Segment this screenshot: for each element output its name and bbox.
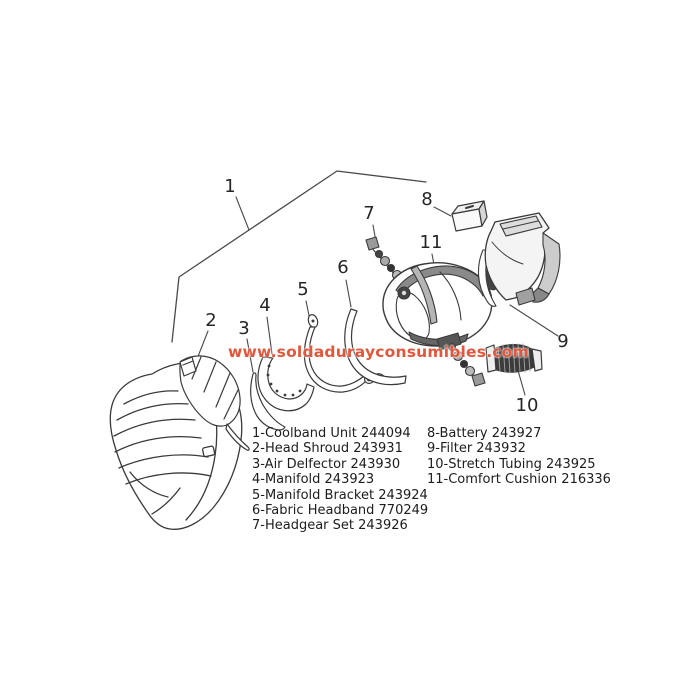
parts-list-item: 6-Fabric Headband 770249 [252, 503, 429, 519]
parts-list-item: 5-Manifold Bracket 243924 [252, 487, 428, 503]
head-shroud-drawing [179, 355, 250, 451]
coolband-unit-bracket-line [171, 170, 427, 343]
callout-8: 8 [421, 189, 433, 210]
parts-list-left-column: 1-Coolband Unit 244094 2-Head Shroud 243… [252, 426, 428, 534]
callout-1: 1 [224, 176, 236, 197]
parts-list-item: 4-Manifold 243923 [252, 472, 375, 488]
fabric-headband-drawing [344, 308, 407, 386]
leader-line-2 [196, 330, 209, 360]
parts-list-item: 1-Coolband Unit 244094 [252, 426, 411, 441]
callout-7: 7 [363, 203, 375, 224]
manifold-drawing [257, 356, 315, 412]
callout-6: 6 [337, 257, 349, 278]
leader-line-4 [266, 316, 273, 355]
callout-11: 11 [419, 232, 443, 253]
filter-drawing [478, 212, 561, 307]
parts-list-item: 8-Battery 243927 [427, 426, 542, 441]
callout-9: 9 [557, 331, 569, 352]
callout-5: 5 [297, 279, 309, 300]
parts-list-item: 7-Headgear Set 243926 [252, 518, 408, 534]
leader-line-6 [345, 279, 352, 308]
parts-list-item: 11-Comfort Cushion 216336 [427, 472, 611, 488]
air-deflector-drawing [250, 372, 286, 431]
leader-line-1 [235, 196, 250, 231]
leader-line-9 [509, 304, 559, 337]
headgear-knob-chain-lower-drawing [447, 342, 486, 387]
parts-list-item: 9-Filter 243932 [427, 441, 526, 457]
parts-list-right-column: 8-Battery 243927 9-Filter 243932 10-Stre… [427, 426, 611, 488]
parts-list-item: 10-Stretch Tubing 243925 [427, 456, 596, 472]
callout-3: 3 [238, 318, 250, 339]
callout-4: 4 [259, 295, 271, 316]
parts-list-item: 2-Head Shroud 243931 [252, 441, 403, 457]
callout-2: 2 [205, 310, 217, 331]
battery-drawing [451, 200, 488, 232]
leader-line-3 [246, 338, 254, 373]
callout-10: 10 [515, 395, 539, 416]
leader-line-8 [433, 206, 452, 217]
stretch-tubing-drawing [485, 343, 543, 374]
watermark: www.soldadurayconsumibles.com [228, 343, 529, 361]
parts-list-item: 3-Air Delfector 243930 [252, 456, 401, 472]
headgear-set-drawing [382, 262, 503, 351]
